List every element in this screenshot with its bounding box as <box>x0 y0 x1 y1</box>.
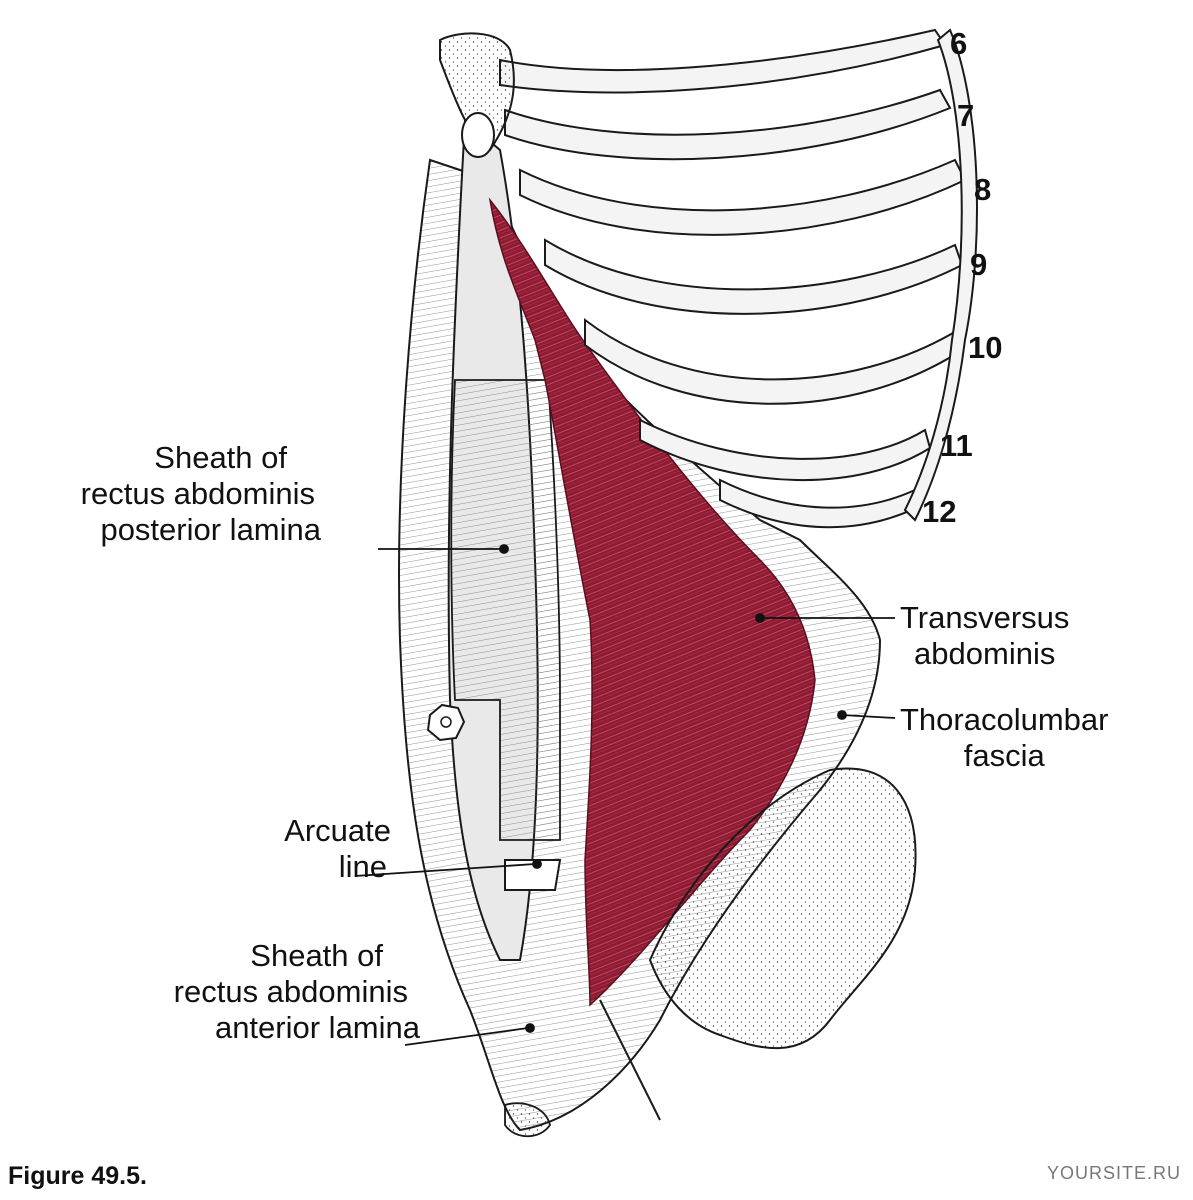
rib-6 <box>499 28 947 94</box>
rib-number-8: 8 <box>974 172 992 207</box>
posterior-lamina <box>450 379 561 841</box>
arcuate-line-edge <box>504 859 562 891</box>
label-sheath-anterior: Sheath of rectus abdominis anterior lami… <box>173 938 420 1046</box>
costal-cartilage <box>903 28 978 522</box>
label-arcuate: Arcuate line <box>284 813 391 885</box>
leader-arcuate <box>354 863 536 877</box>
label-line: Transversus <box>900 600 1070 635</box>
label-line: Sheath of <box>154 440 287 475</box>
rib-number-6: 6 <box>950 26 968 61</box>
label-line: Sheath of <box>250 938 383 973</box>
label-sheath-posterior: Sheath of rectus abdominis posterior lam… <box>80 440 321 548</box>
figure-caption: Figure 49.5. <box>8 1162 147 1190</box>
rib-number-7: 7 <box>957 98 975 133</box>
rib-number-9: 9 <box>970 247 988 282</box>
rib-9 <box>544 238 964 315</box>
rib-cage <box>499 28 978 529</box>
label-line: rectus abdominis <box>173 974 408 1009</box>
label-line: abdominis <box>914 636 1056 671</box>
umbilicus <box>426 703 466 742</box>
label-line: fascia <box>963 738 1045 773</box>
rib-10 <box>584 317 964 405</box>
leader-anterior <box>404 1027 529 1046</box>
label-thoracolumbar: Thoracolumbar fascia <box>900 702 1108 774</box>
rib-number-11: 11 <box>940 428 973 463</box>
leader-lines <box>354 544 896 1046</box>
label-line: rectus abdominis <box>80 476 315 511</box>
rib-number-10: 10 <box>968 330 1003 365</box>
label-transversus: Transversus abdominis <box>900 600 1069 672</box>
leader-thoracolumbar <box>841 714 896 719</box>
label-line: Arcuate <box>284 813 391 848</box>
label-line: anterior lamina <box>214 1010 420 1045</box>
watermark: YOURSITE.RU <box>1046 1163 1181 1183</box>
sternal-notch <box>461 112 495 158</box>
label-line: Thoracolumbar <box>900 702 1109 737</box>
rib-7 <box>504 88 952 161</box>
rib-8 <box>519 158 967 236</box>
inguinal-edge <box>599 999 661 1121</box>
label-line: line <box>338 849 387 884</box>
pubic-tubercle <box>504 1102 551 1138</box>
label-line: posterior lamina <box>100 512 321 547</box>
iliac-crest <box>648 767 917 1050</box>
rib-number-12: 12 <box>922 494 957 529</box>
xiphoid <box>439 32 515 152</box>
